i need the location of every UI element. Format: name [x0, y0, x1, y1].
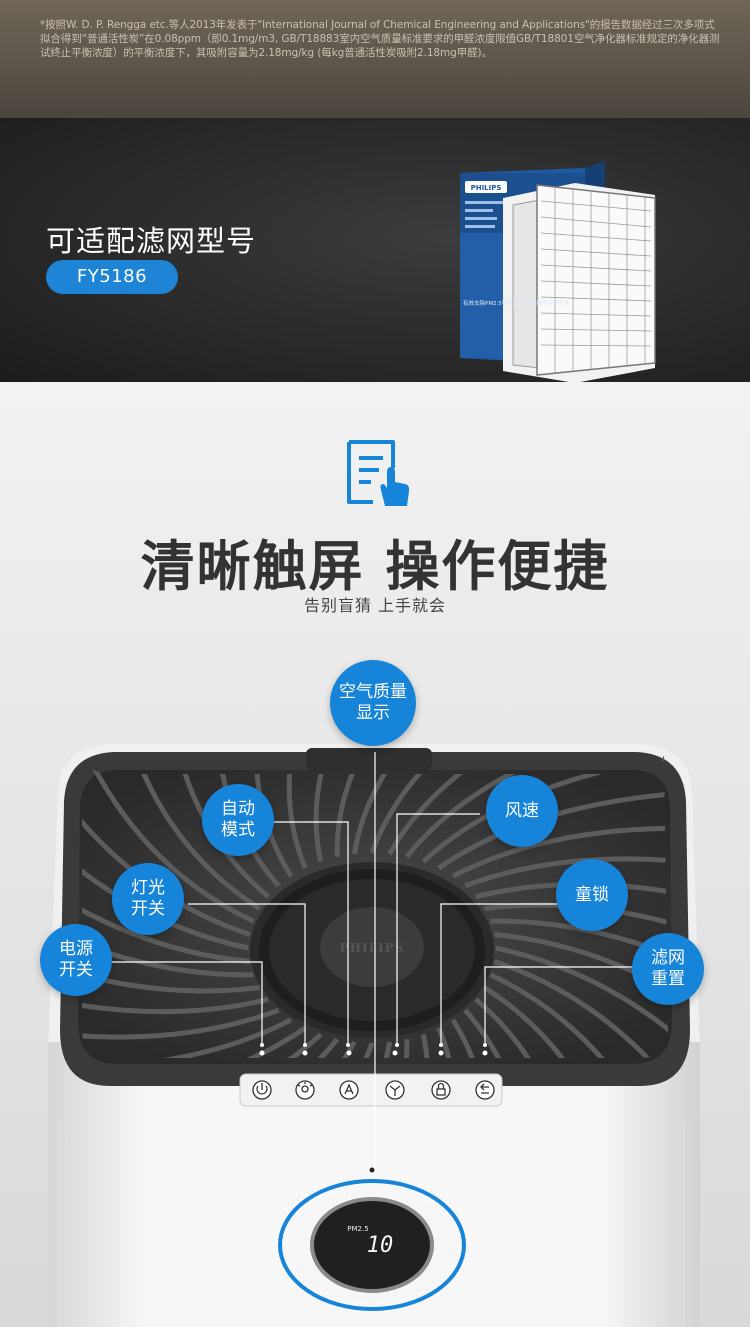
fan-spoke — [421, 752, 668, 864]
fan-spoke — [82, 1017, 293, 1058]
light-icon — [301, 1085, 309, 1093]
fan-spoke — [475, 881, 668, 943]
fan-spoke — [482, 985, 636, 1058]
callout-text: 显示 — [356, 703, 390, 723]
callout-text: 灯光 — [131, 878, 165, 898]
callout-auto-mode: 自动模式 — [202, 784, 274, 856]
callout-power: 电源开关 — [40, 924, 112, 996]
fan-spoke — [253, 752, 298, 878]
callout-text: 开关 — [59, 960, 93, 980]
auto-icon — [344, 1083, 354, 1095]
fan-spoke — [387, 752, 668, 856]
fan-spoke — [474, 997, 579, 1058]
callout-text: 童锁 — [575, 884, 609, 905]
fan-spoke — [286, 752, 365, 870]
display-label: PM2.5 — [347, 1225, 368, 1233]
callout-filter-reset: 滤网重置 — [632, 933, 704, 1005]
fan-spoke — [82, 953, 269, 1015]
box-brand-text: PHILIPS — [471, 184, 502, 192]
callout-text: 电源 — [59, 939, 93, 959]
feature-headline: 清晰触屏 操作便捷 — [140, 535, 610, 598]
fan-spoke — [463, 1008, 531, 1058]
fan-spoke — [165, 752, 270, 899]
disclaimer-section: *按照W. D. P. Rengga etc.等人2013年发表于"Intern… — [0, 0, 750, 118]
callout-air-quality: 空气质量显示 — [330, 660, 416, 746]
device-logo: PHILIPS — [340, 941, 405, 955]
power-icon — [256, 1085, 268, 1095]
fan-spoke — [108, 752, 262, 911]
callout-child-lock: 童锁 — [556, 859, 628, 931]
callout-text: 滤网 — [651, 948, 685, 968]
filter-model-badge: FY5186 — [46, 260, 178, 294]
display-value: 10 — [367, 1233, 394, 1258]
fan-spoke — [489, 972, 668, 1058]
callout-text: 风速 — [505, 800, 539, 821]
air-purifier-illustration: PHILIPS — [48, 744, 700, 1327]
fan-icon — [389, 1085, 401, 1096]
fan-spoke — [464, 856, 668, 892]
touchscreen-feature-section: 清晰触屏 操作便捷 告别盲猜 上手就会 — [0, 382, 750, 1327]
fan-spoke — [369, 752, 618, 854]
touch-document-icon — [347, 440, 410, 506]
disclaimer-text: *按照W. D. P. Rengga etc.等人2013年发表于"Intern… — [40, 19, 720, 59]
callout-text: 空气质量 — [339, 682, 407, 702]
fan-spoke — [82, 803, 250, 965]
fan-spoke — [451, 825, 668, 879]
feature-subline: 告别盲猜 上手就会 — [303, 596, 447, 615]
fan-spoke — [82, 752, 251, 937]
reset-icon — [480, 1083, 489, 1094]
callout-light: 灯光开关 — [112, 863, 184, 935]
fan-spoke — [334, 752, 496, 857]
filter-section: 可适配滤网型号 FY5186 PHILIPS 有效去除PM2.5等颗粒 — [0, 118, 750, 382]
box-caption-text: 有效去除PM2.5等颗粒物 及甲醛等有害气体 — [463, 299, 570, 307]
fan-spoke — [351, 752, 559, 855]
callout-text: 自动 — [221, 799, 255, 819]
filter-product-image: PHILIPS 有效去除PM2.5等颗粒物 及甲醛等有害气体 — [460, 161, 656, 382]
callout-text: 重置 — [651, 969, 685, 989]
fan-spoke — [82, 1004, 280, 1040]
fan-spoke — [446, 1018, 491, 1058]
callout-text: 模式 — [221, 820, 255, 840]
fan-spoke — [82, 758, 250, 951]
fan-spoke — [493, 959, 668, 1058]
fan-spoke — [313, 752, 431, 863]
fan-spoke — [494, 945, 668, 1058]
fan-spoke — [82, 752, 255, 924]
filter-title: 可适配滤网型号 — [46, 224, 257, 258]
fan-spoke — [484, 902, 668, 994]
callout-fan-speed: 风速 — [486, 775, 558, 847]
callout-text: 开关 — [131, 899, 165, 919]
fan-spoke — [437, 788, 668, 871]
fan-spoke — [82, 1025, 307, 1058]
lock-icon — [436, 1088, 446, 1096]
